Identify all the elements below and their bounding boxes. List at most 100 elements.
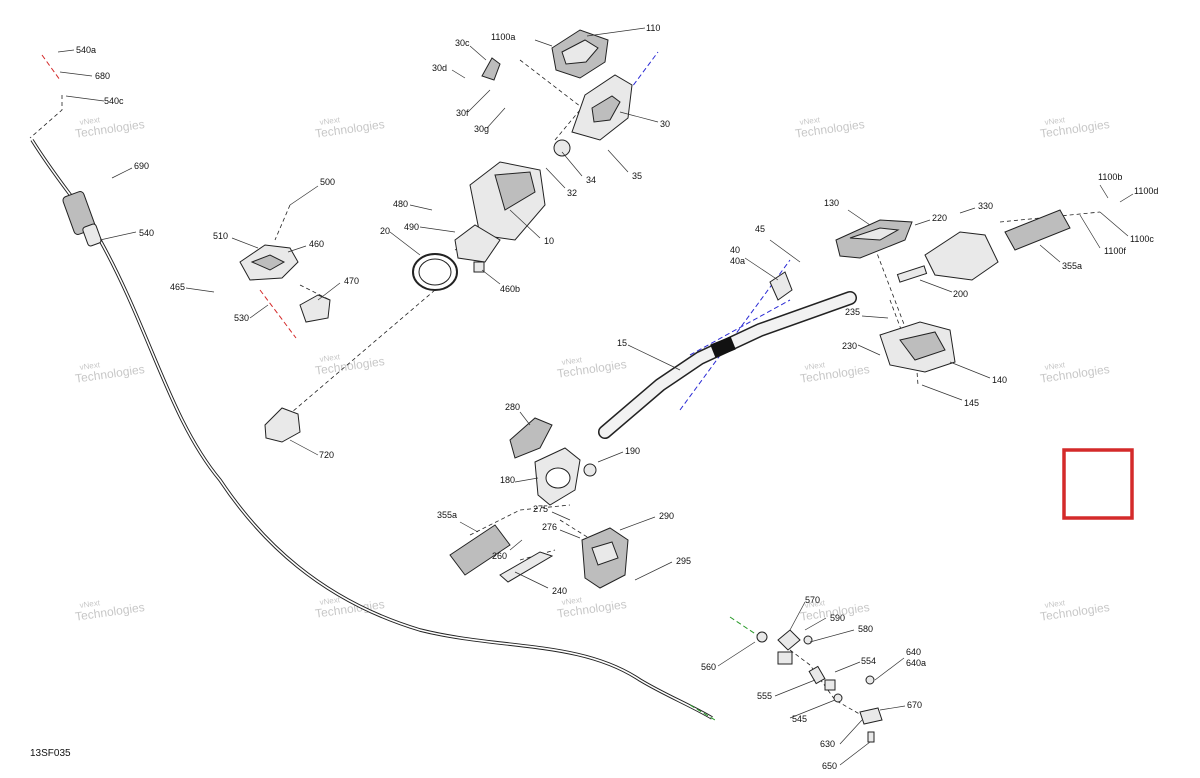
callout-545: 545: [792, 714, 807, 724]
axis-lines: [41, 51, 791, 721]
callout-540a: 540a: [76, 45, 96, 55]
callout-720: 720: [319, 450, 334, 460]
callout-labels: 110 1100a 30c 30d 30f 30g 30 34 35 32 10…: [76, 23, 1158, 771]
highlight-box: [1062, 448, 1134, 520]
callout-355a-right: 355a: [1062, 261, 1082, 271]
svg-text:vNext: vNext: [1044, 115, 1066, 127]
throttle-lever-460: [239, 244, 299, 281]
callout-220: 220: [932, 213, 947, 223]
watermark: vNext Technologies: [314, 352, 385, 378]
washer-34: [553, 139, 571, 157]
callout-1100f: 1100f: [1104, 246, 1126, 256]
handlebar-15: [598, 291, 857, 439]
callout-580: 580: [858, 624, 873, 634]
callout-30f: 30f: [456, 108, 469, 118]
spacer-460b: [473, 261, 485, 273]
callout-15: 15: [617, 338, 627, 348]
lever-240: [499, 551, 554, 583]
throttle-housing-cover-110: [551, 29, 609, 79]
callout-460b: 460b: [500, 284, 520, 294]
watermark: vNext Technologies: [556, 355, 627, 381]
callout-145: 145: [964, 398, 979, 408]
svg-text:vNext: vNext: [799, 115, 821, 127]
callout-45: 45: [755, 224, 765, 234]
callout-200: 200: [953, 289, 968, 299]
callout-680: 680: [95, 71, 110, 81]
assembly-lines: [29, 59, 1101, 721]
watermark: vNext Technologies: [1039, 360, 1110, 386]
callout-1100d: 1100d: [1134, 186, 1158, 196]
clamp-40: [769, 271, 793, 301]
throttle-body-10: [454, 161, 546, 263]
callout-640a: 640a: [906, 658, 926, 668]
watermark: vNext Technologies: [1039, 115, 1110, 141]
switch-housing-140: [879, 321, 956, 373]
callout-280: 280: [505, 402, 520, 412]
diagram-code: 13SF035: [30, 748, 71, 759]
svg-text:vNext: vNext: [561, 595, 583, 607]
callout-10: 10: [544, 236, 554, 246]
switch-housing-290: [581, 527, 629, 589]
callout-460: 460: [309, 239, 324, 249]
nut-190: [583, 463, 597, 477]
callout-490: 490: [404, 222, 419, 232]
callout-240: 240: [552, 586, 567, 596]
svg-text:vNext: vNext: [319, 352, 341, 364]
callout-480: 480: [393, 199, 408, 209]
callout-555: 555: [757, 691, 772, 701]
callout-295: 295: [676, 556, 691, 566]
watermark: vNext Technologies: [74, 115, 145, 141]
callout-140: 140: [992, 375, 1007, 385]
svg-text:vNext: vNext: [319, 115, 341, 127]
callout-30: 30: [660, 119, 670, 129]
linkage-parts: [756, 629, 883, 743]
callout-1100c: 1100c: [1130, 234, 1154, 244]
callout-540c: 540c: [104, 96, 124, 106]
callout-570: 570: [805, 595, 820, 605]
callout-40: 40: [730, 245, 740, 255]
pin-200: [896, 265, 928, 283]
retaining-ring-20: [412, 253, 458, 291]
watermark: vNext Technologies: [74, 360, 145, 386]
callout-276: 276: [542, 522, 557, 532]
svg-text:vNext: vNext: [319, 595, 341, 607]
callout-130: 130: [824, 198, 839, 208]
callout-500: 500: [320, 177, 335, 187]
callout-590: 590: [830, 613, 845, 623]
callout-32: 32: [567, 188, 577, 198]
svg-text:vNext: vNext: [79, 115, 101, 127]
cap-720: [264, 407, 301, 443]
callout-560: 560: [701, 662, 716, 672]
callout-530: 530: [234, 313, 249, 323]
callout-34: 34: [586, 175, 596, 185]
svg-text:vNext: vNext: [561, 355, 583, 367]
callout-230: 230: [842, 341, 857, 351]
callout-470: 470: [344, 276, 359, 286]
cover-130: [835, 219, 913, 259]
svg-text:vNext: vNext: [79, 360, 101, 372]
callout-35: 35: [632, 171, 642, 181]
svg-text:vNext: vNext: [1044, 598, 1066, 610]
lever-30c: [481, 57, 501, 81]
grip-355a-right: [1004, 209, 1071, 251]
callout-465: 465: [170, 282, 185, 292]
callout-670: 670: [907, 700, 922, 710]
cover-280: [509, 417, 553, 459]
callout-1100a: 1100a: [491, 32, 515, 42]
callout-180: 180: [500, 475, 515, 485]
throttle-housing-30: [571, 74, 633, 141]
callout-30d: 30d: [432, 63, 447, 73]
callout-110: 110: [646, 23, 660, 33]
callout-30c: 30c: [455, 38, 470, 48]
bracket-470: [299, 294, 331, 323]
callout-235: 235: [845, 307, 860, 317]
callout-30g: 30g: [474, 124, 489, 134]
callout-260: 260: [492, 551, 507, 561]
callout-1100b: 1100b: [1098, 172, 1122, 182]
svg-text:vNext: vNext: [79, 598, 101, 610]
callout-650: 650: [822, 761, 837, 771]
callout-290: 290: [659, 511, 674, 521]
housing-180: [534, 447, 581, 506]
watermark: vNext Technologies: [314, 595, 385, 621]
callout-554: 554: [861, 656, 876, 666]
